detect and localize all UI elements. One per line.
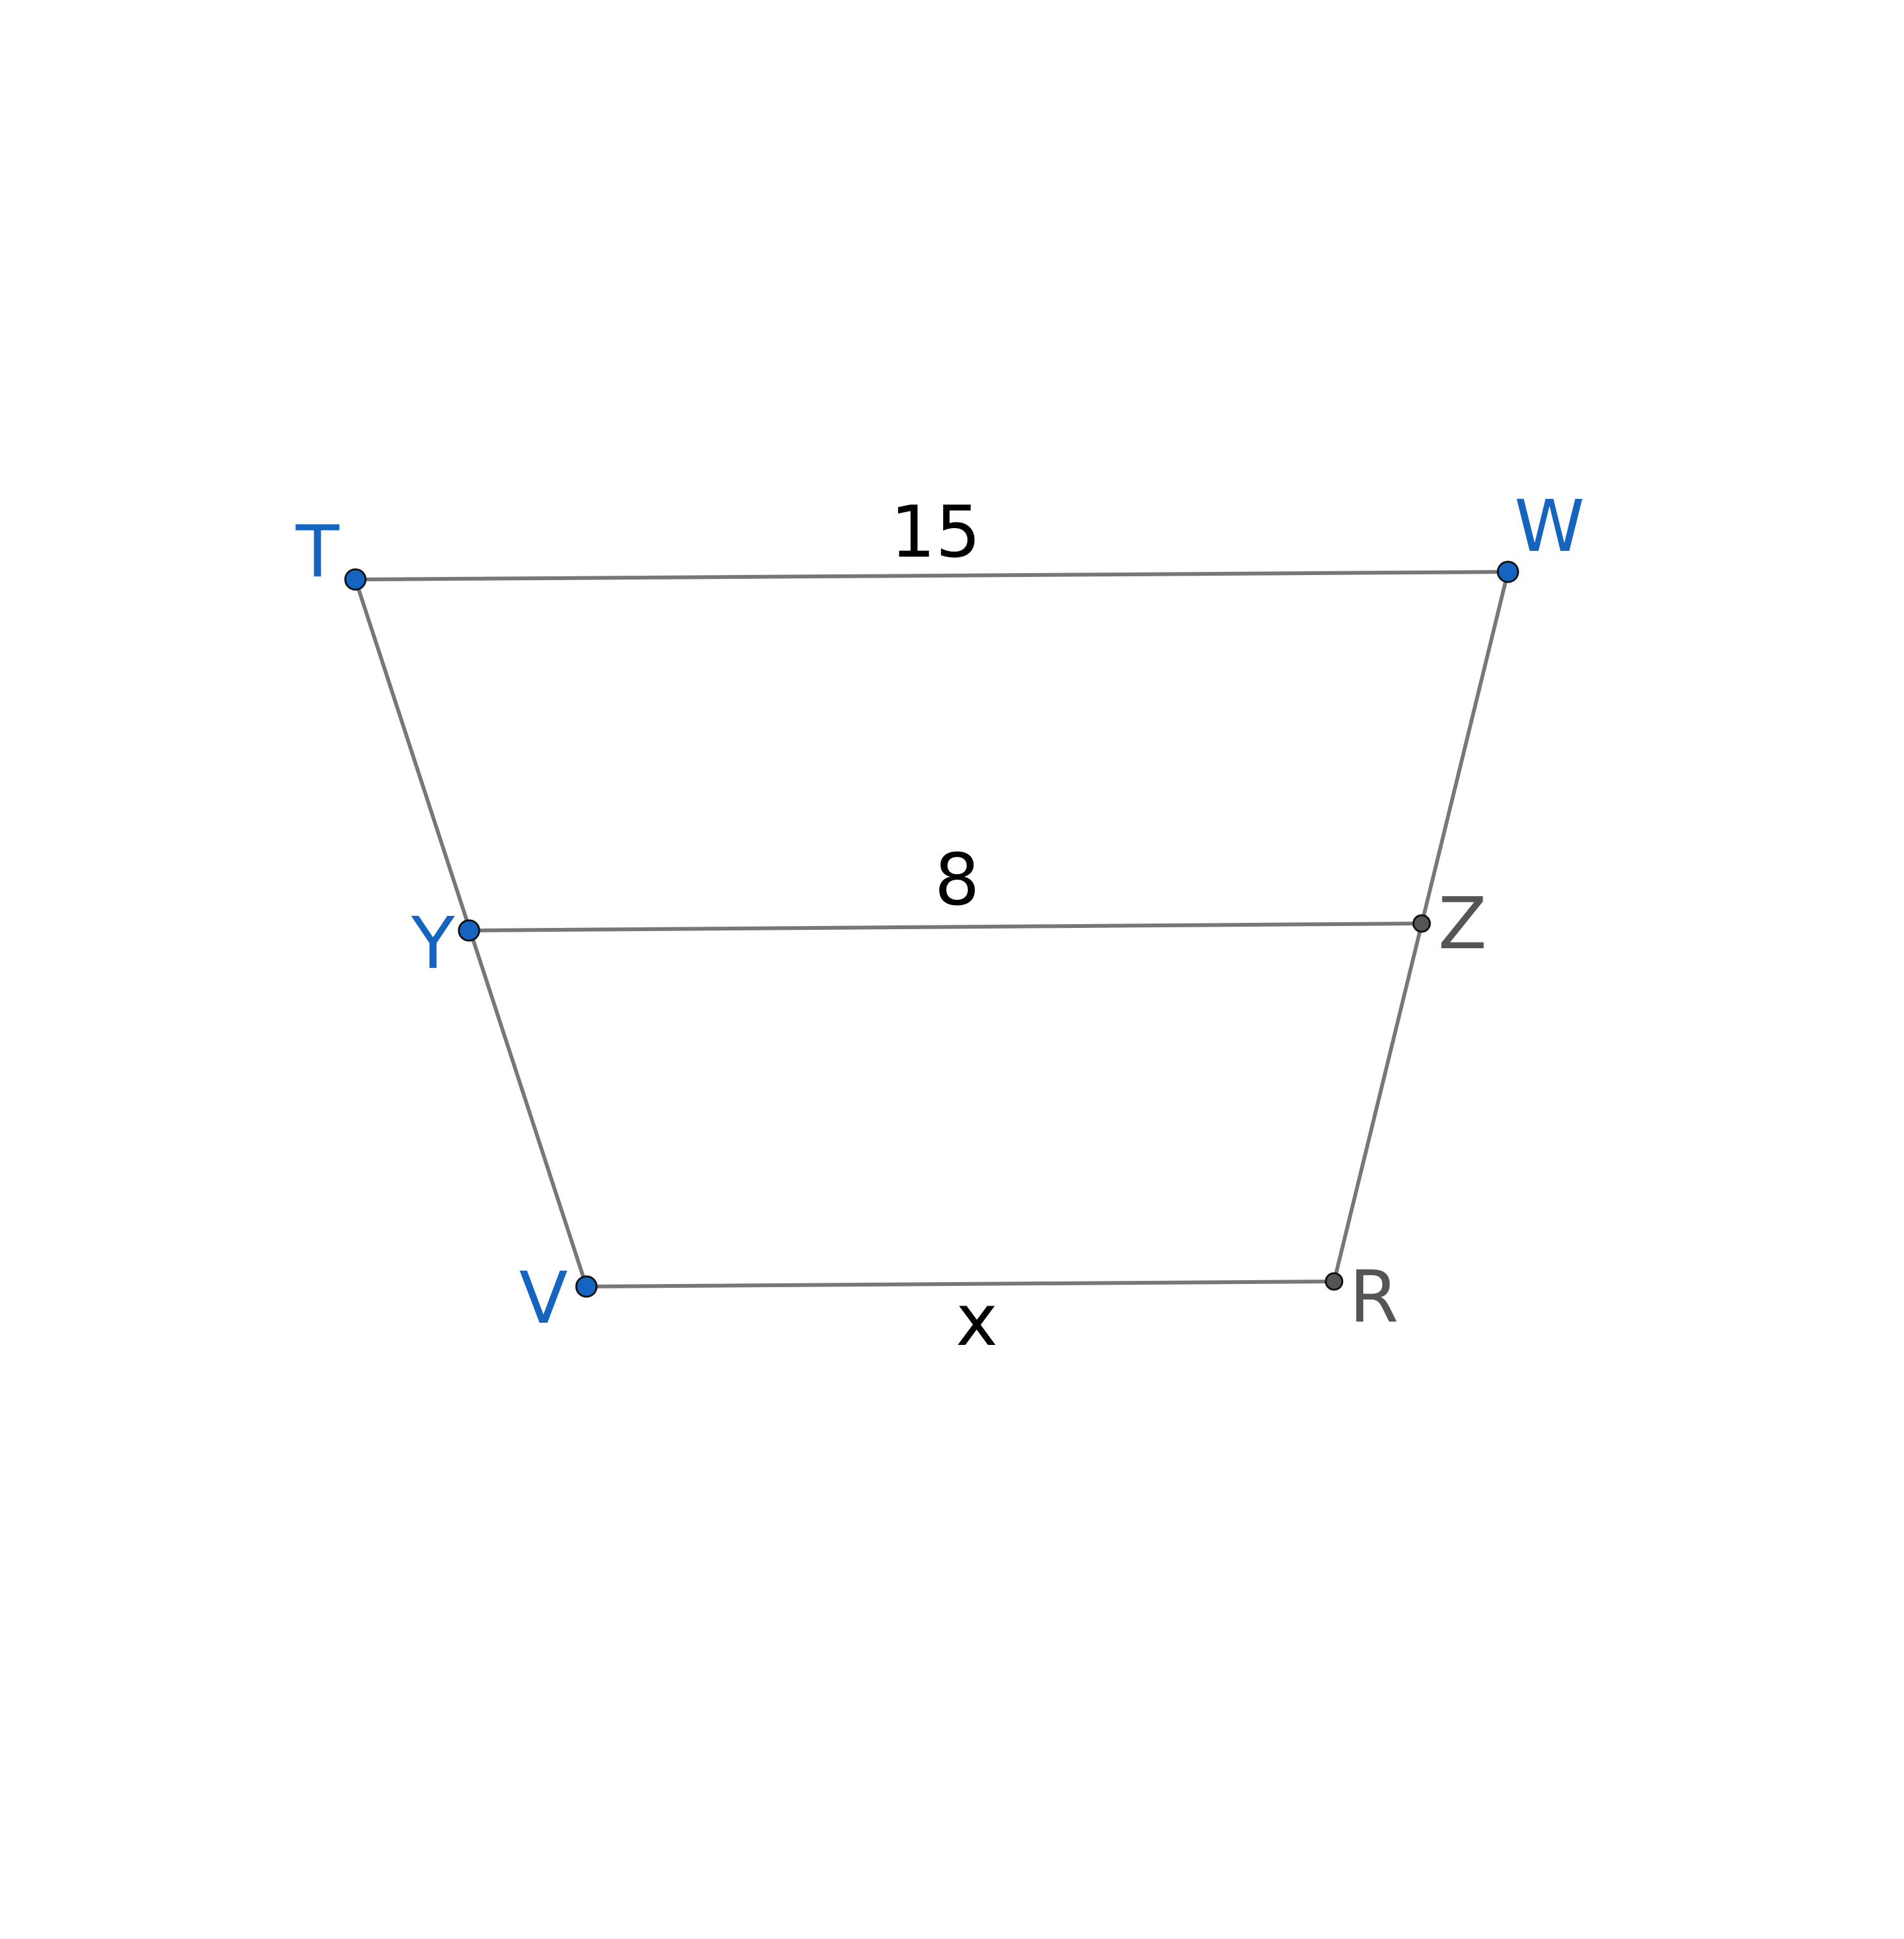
point-label-W: W — [1514, 486, 1585, 568]
segment-TW — [354, 570, 1510, 581]
length-label-VR: x — [956, 1280, 998, 1362]
point-V[interactable] — [575, 1275, 598, 1298]
point-label-R: R — [1349, 1256, 1399, 1339]
point-label-T: T — [295, 511, 340, 593]
segment-VR — [585, 1280, 1336, 1288]
point-label-Z: Z — [1438, 883, 1487, 965]
point-Y[interactable] — [458, 919, 480, 942]
segment-YZ — [467, 922, 1424, 932]
length-label-YZ: 8 — [934, 839, 979, 922]
point-Z — [1412, 914, 1431, 933]
length-label-TW: 15 — [890, 491, 981, 574]
point-label-V: V — [519, 1257, 568, 1340]
point-T[interactable] — [344, 568, 367, 591]
point-label-Y: Y — [411, 903, 455, 985]
point-W[interactable] — [1497, 560, 1519, 583]
point-R — [1325, 1272, 1344, 1291]
